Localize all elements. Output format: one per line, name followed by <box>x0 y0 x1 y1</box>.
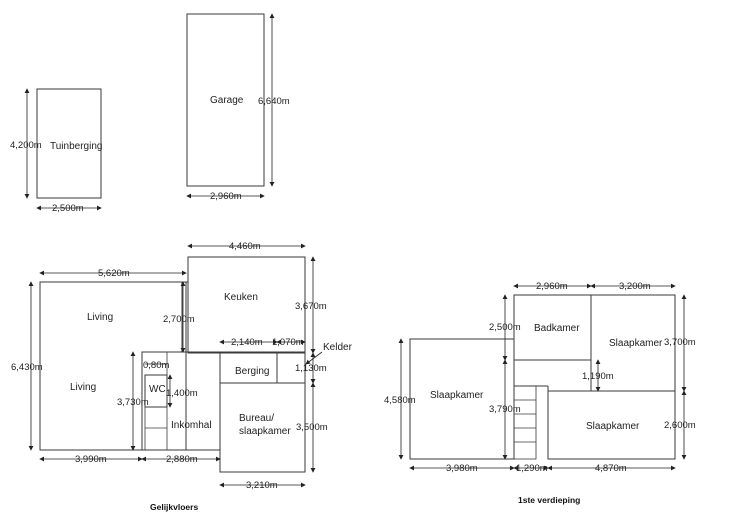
tuinberging-plan: Tuinberging 4,200m 2,500m <box>10 88 102 214</box>
dim-slaapkamer-tr-height: 3,700m <box>664 337 696 348</box>
room-label-slaapkamer-right-bottom: Slaapkamer <box>586 421 640 432</box>
garage-walls <box>186 13 265 187</box>
room-label-living-bottom: Living <box>70 382 96 393</box>
dim-badkamer-width: 2,960m <box>536 281 568 292</box>
dim-living-width-bottom: 3,990m <box>75 454 107 465</box>
tuinberging-walls <box>36 88 102 199</box>
slaapkamer-br-walls <box>547 390 676 460</box>
room-label-inkomhal: Inkomhal <box>171 420 212 431</box>
caption-first-floor: 1ste verdieping <box>518 495 580 505</box>
ground-floor-stairs <box>144 352 168 451</box>
first-floor-stairs <box>513 385 537 460</box>
dim-slaapkamer-br-width: 4,870m <box>595 463 627 474</box>
dim-tuinberging-height: 4,200m <box>10 140 42 151</box>
dim-keuken-height: 3,670m <box>295 301 327 312</box>
dim-garage-width: 2,960m <box>210 191 242 202</box>
dim-inkom-height: 3,730m <box>117 397 149 408</box>
dim-keuken-width: 4,460m <box>229 241 261 252</box>
room-label-bureau-1: Bureau/ <box>239 413 274 424</box>
caption-ground-floor: Gelijkvloers <box>150 502 198 512</box>
keuken-walls <box>187 256 306 354</box>
room-label-berging: Berging <box>235 366 269 377</box>
dim-wc-height: 1,400m <box>166 388 198 399</box>
first-floor-plan: Badkamer Slaapkamer Slaapkamer Slaapkame… <box>384 281 696 505</box>
dim-inkom-width: 2,880m <box>166 454 198 465</box>
room-label-slaapkamer-left: Slaapkamer <box>430 390 484 401</box>
dim-slaapkamer-tr-width: 3,200m <box>619 281 651 292</box>
dim-tuinberging-width: 2,500m <box>52 203 84 214</box>
dim-stair-height: 3,790m <box>489 404 521 415</box>
dim-gap-height: 1,190m <box>582 371 614 382</box>
room-label-kelder: Kelder <box>323 342 353 353</box>
dim-wc-small: 0,80m <box>143 360 169 371</box>
living-walls <box>39 281 187 451</box>
dim-total-height: 6,430m <box>11 362 43 373</box>
dim-bureau-width: 3,210m <box>246 480 278 491</box>
dim-stair-width: 1,290m <box>516 463 548 474</box>
room-label-tuinberging: Tuinberging <box>50 141 102 152</box>
room-label-bureau-2: slaapkamer <box>239 426 291 437</box>
dim-living-width-top: 5,620m <box>98 268 130 279</box>
dim-bureau-height: 3,500m <box>296 422 328 433</box>
garage-plan: Garage 6,640m 2,960m <box>186 13 290 202</box>
dim-upper-left-width: 3,980m <box>446 463 478 474</box>
dim-garage-height: 6,640m <box>258 96 290 107</box>
bureau-walls <box>219 382 306 473</box>
dim-kelder-width: 1,070m <box>272 337 304 348</box>
room-label-badkamer: Badkamer <box>534 323 580 334</box>
room-label-wc: WC <box>149 384 166 395</box>
dim-slaapkamer-br-height: 2,600m <box>664 420 696 431</box>
dim-upper-left-height: 4,580m <box>384 395 416 406</box>
room-label-garage: Garage <box>210 95 244 106</box>
dim-living-upper-height: 2,700m <box>163 314 195 325</box>
ground-floor-plan: Living Living Keuken WC Inkomhal Berging… <box>11 241 353 512</box>
dim-berging-width: 2,140m <box>231 337 263 348</box>
dim-badkamer-height: 2,500m <box>489 322 521 333</box>
room-label-living-top: Living <box>87 312 113 323</box>
room-label-slaapkamer-right-top: Slaapkamer <box>609 338 663 349</box>
dim-kelder-height: 1,130m <box>295 363 327 374</box>
room-label-keuken: Keuken <box>224 292 258 303</box>
